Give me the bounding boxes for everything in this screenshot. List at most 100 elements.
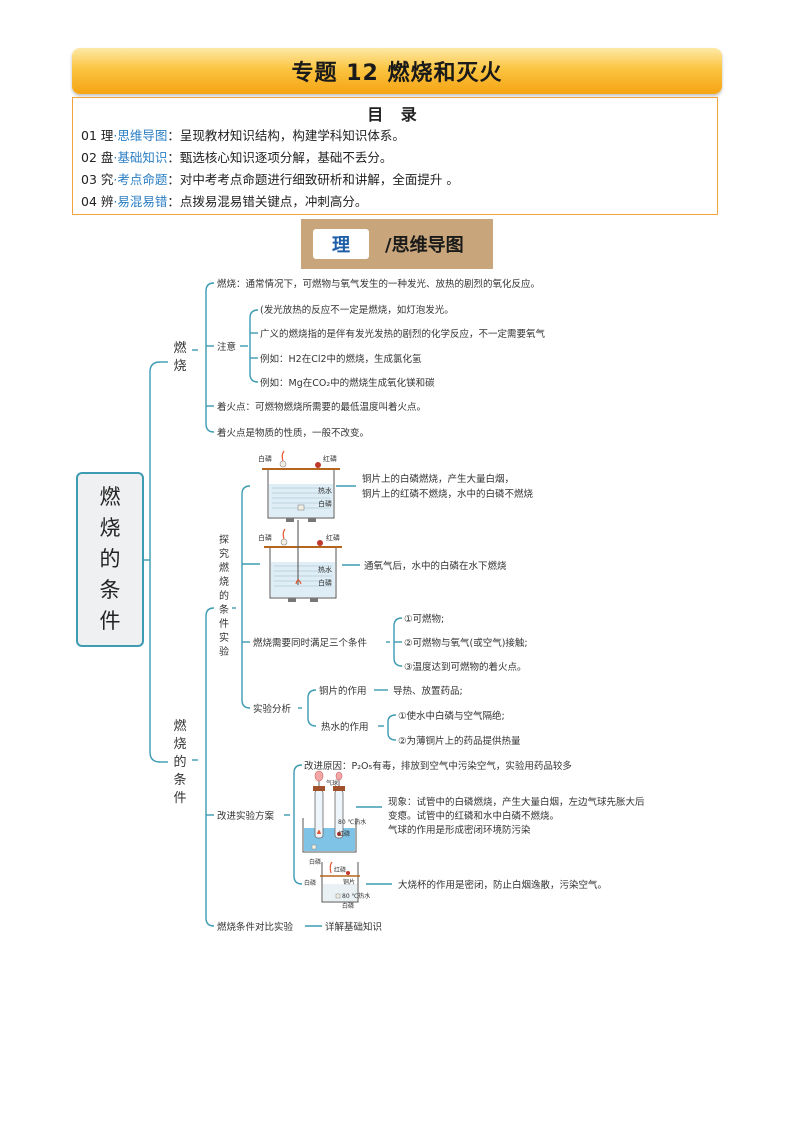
fig-label: 80 ℃热水 [342,892,370,900]
fig-label: 白磷 [258,533,272,542]
explore-label: 的 [219,589,229,602]
mindmap-root: 燃 烧 的 条 件 [76,472,144,647]
fig1-text: 铜片上的红磷不燃烧，水中的白磷不燃烧 [362,488,534,500]
root-char: 条 [99,578,121,602]
fig-label: 铜片 [343,878,355,886]
improve-label: 改进实验方案 [217,810,275,822]
fig-label: 红磷 [334,866,346,874]
toc-word: 辨 [100,194,114,209]
test-tube-figure: 气球 80 ℃热水 红磷 白磷 [302,770,366,866]
condition-item: ③温度达到可燃物的着火点。 [404,661,527,673]
fig-label: 红磷 [326,533,340,542]
toc-key: ·思维导图 [113,128,168,143]
water-item: ①使水中白磷与空气隔绝; [398,710,505,722]
toc-item: 01 理·思维导图：呈现教材知识结构，构建学科知识体系。 [73,125,717,147]
page-title: 专题 12 燃烧和灭火 [291,61,503,86]
branch-label: 燃 [173,718,186,734]
toc-num: 02 [81,150,97,165]
table-of-contents: 目 录 01 理·思维导图：呈现教材知识结构，构建学科知识体系。 02 盘·基础… [72,97,718,215]
fig-label: 80 ℃热水 [338,818,366,826]
explore-label: 实 [219,631,229,644]
toc-num: 04 [81,194,97,209]
big-beaker-figure: 红磷 铜片 白磷 80 ℃热水 白磷 [304,861,370,910]
fig3-text: 变瘪。试管中的红磷和水中白磷不燃烧。 [388,810,559,822]
ignition-note: 着火点是物质的性质，一般不改变。 [217,427,369,439]
water-item: ②为薄铜片上的药品提供热量 [398,735,521,747]
section-label: /思维导图 [385,235,464,256]
toc-num: 03 [81,172,97,187]
toc-item: 03 究·考点命题：对中考考点命题进行细致研析和讲解，全面提升 。 [73,169,717,191]
root-char: 的 [99,547,121,571]
toc-key: ·考点命题 [113,172,168,187]
toc-desc: ：点拨易混易错关键点，冲刺高分。 [167,194,368,209]
toc-num: 01 [81,128,97,143]
toc-item: 02 盘·基础知识：甄选核心知识逐项分解，基础不丢分。 [73,147,717,169]
fig-label: 白磷 [318,499,332,508]
title-banner: 专题 12 燃烧和灭火 [72,48,722,94]
toc-desc: ：对中考考点命题进行细致研析和讲解，全面提升 。 [167,172,459,187]
toc-key: ·基础知识 [113,150,168,165]
fig-label: 红磷 [338,830,350,838]
root-char: 烧 [99,516,121,540]
section-chip: 理 [313,229,369,259]
fig3-text: 气球的作用是形成密闭环境防污染 [388,824,531,836]
fig-label: 热水 [318,486,332,495]
beaker-figure-1: 白磷 红磷 热水 白磷 [258,450,340,522]
compare-label: 燃烧条件对比实验 [217,921,294,933]
section-header: 理 /思维导图 [301,219,493,269]
water-label: 热水的作用 [321,721,369,733]
compare-text: 详解基础知识 [325,921,382,933]
explore-label: 探 [219,533,229,546]
toc-word: 盘 [100,150,114,165]
toc-item: 04 辨·易混易错：点拨易混易错关键点，冲刺高分。 [73,191,717,213]
ignition-text: 着火点：可燃物燃烧所需要的最低温度叫着火点。 [217,401,426,413]
branch-label: 条 [173,772,186,788]
note-item: (发光放热的反应不一定是燃烧，如灯泡发光。 [260,304,454,316]
toc-word: 究 [100,172,114,187]
definition-text: 燃烧：通常情况下，可燃物与氧气发生的一种发光、放热的剧烈的氧化反应。 [217,278,540,290]
note-item: 例如：H2在Cl2中的燃烧，生成氯化氢 [260,353,422,365]
note-item: 例如：Mg在CO₂中的燃烧生成氧化镁和碳 [260,377,435,389]
copper-label: 铜片的作用 [319,685,367,697]
condition-item: ①可燃物; [404,613,444,625]
condition-item: ②可燃物与氧气(或空气)接触; [404,637,528,649]
analysis-label: 实验分析 [253,703,292,715]
toc-key: ·易混易错 [113,194,168,209]
fig-label: 热水 [318,565,332,574]
fig-label: 白磷 [342,902,354,910]
fig-label: 白磷 [304,879,316,887]
branch-label: 烧 [173,737,186,752]
note-label: 注意 [217,341,236,353]
connector-lines [144,282,403,927]
fig3-text: 现象：试管中的白磷燃烧，产生大量白烟，左边气球先胀大后 [388,796,645,808]
fig-label: 气球 [326,779,338,787]
toc-desc: ：甄选核心知识逐项分解，基础不丢分。 [167,150,393,165]
fig2-text: 通氧气后，水中的白磷在水下燃烧 [364,560,507,572]
branch-label: 烧 [173,359,186,374]
root-char: 件 [99,609,121,633]
fig1-text: 铜片上的白磷燃烧，产生大量白烟， [362,473,514,485]
note-item: 广义的燃烧指的是伴有发光发热的剧烈的化学反应，不一定需要氧气 [260,328,546,340]
three-conditions-label: 燃烧需要同时满足三个条件 [253,637,368,649]
fig-label: 白磷 [258,454,272,463]
branch-label: 件 [173,791,186,806]
explore-label: 究 [219,547,229,560]
explore-label: 烧 [219,575,229,588]
fig-label: 红磷 [323,454,337,463]
root-char: 燃 [99,485,121,509]
branch-label: 燃 [173,340,186,356]
copper-text: 导热、放置药品; [393,685,463,697]
fig-label: 白磷 [309,858,321,866]
fig-label: 白磷 [318,578,332,587]
explore-label: 条 [219,603,229,616]
toc-title: 目 录 [367,105,423,124]
branch-label: 的 [173,754,186,770]
improve-reason: 改进原因：P₂O₅有毒，排放到空气中污染空气，实验用药品较多 [304,760,572,772]
toc-word: 理 [100,128,114,143]
explore-label: 燃 [219,561,229,574]
beaker-figure-2: 白磷 红磷 热水 白磷 [258,520,342,602]
explore-label: 件 [219,618,229,630]
explore-label: 验 [219,645,229,658]
fig4-text: 大烧杯的作用是密闭，防止白烟逸散，污染空气。 [398,879,607,891]
